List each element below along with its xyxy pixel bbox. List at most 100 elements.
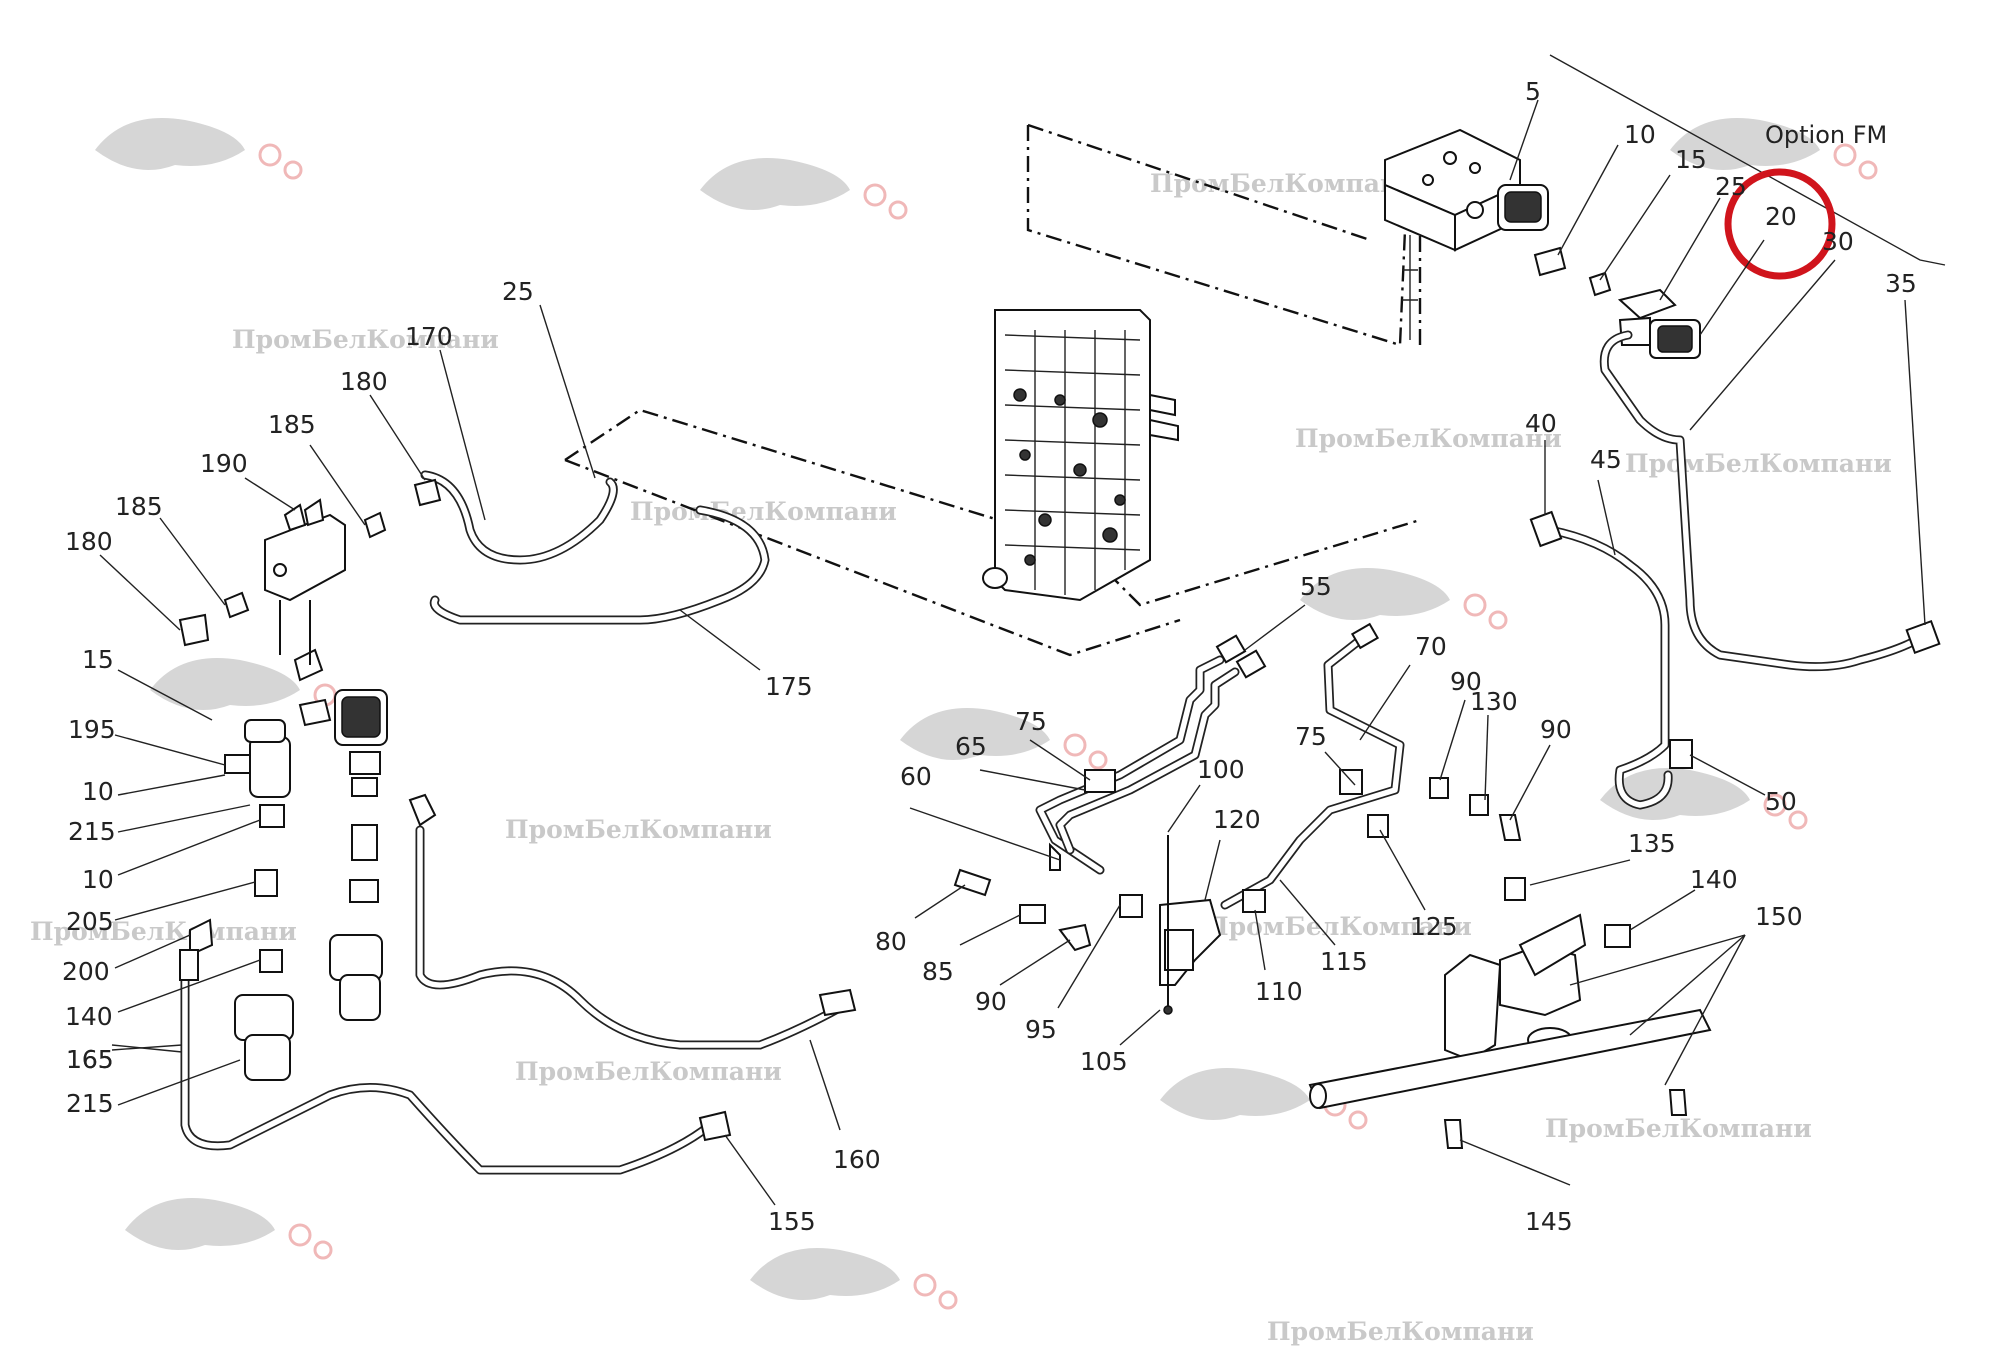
- callout-number: 180: [65, 527, 113, 556]
- callout-number: 5: [1525, 77, 1541, 106]
- callout-number: 205: [66, 907, 114, 936]
- callout-number: 215: [68, 817, 116, 846]
- callout: 75: [1015, 707, 1091, 781]
- callout-number: 185: [115, 492, 163, 521]
- callout: 155: [724, 1134, 816, 1236]
- watermark-text: ПромБелКомпани: [630, 497, 897, 526]
- callout-number: 110: [1255, 977, 1303, 1006]
- callout: 160: [809, 1039, 881, 1174]
- callout-number: 60: [900, 762, 932, 791]
- callout: 120: [1204, 805, 1261, 901]
- watermark-text: ПромБелКомпани: [1625, 449, 1892, 478]
- callout-number: 155: [768, 1207, 816, 1236]
- callout: 90: [1509, 715, 1572, 821]
- callout-number: 10: [1624, 120, 1656, 149]
- callout-number: 115: [1320, 947, 1368, 976]
- callout-number: 70: [1415, 632, 1447, 661]
- callout-number: 10: [82, 865, 114, 894]
- callout: 15: [1599, 145, 1707, 281]
- callout-number: 90: [1540, 715, 1572, 744]
- callout: 90: [975, 939, 1071, 1016]
- callout-number: 190: [200, 449, 248, 478]
- callout-number: 90: [975, 987, 1007, 1016]
- callout: 205: [66, 881, 256, 936]
- callout: 100: [1167, 755, 1245, 833]
- callout-number: 15: [82, 645, 114, 674]
- watermark-texts: ПромБелКомпани ПромБелКомпани ПромБелКом…: [30, 169, 1892, 1346]
- watermark-text: ПромБелКомпани: [1295, 424, 1562, 453]
- callout-number: 140: [65, 1002, 113, 1031]
- callout-number: 95: [1025, 1015, 1057, 1044]
- control-valve-bank: [982, 309, 1179, 602]
- callout-number: 65: [955, 732, 987, 761]
- watermark-logo: [1670, 118, 1878, 180]
- callout: 175: [679, 609, 813, 701]
- callout-number: 10: [82, 777, 114, 806]
- callout: 165: [66, 1044, 183, 1074]
- callout: 150: [1569, 902, 1803, 1086]
- callout: 180: [340, 367, 426, 481]
- callout: 180: [65, 527, 181, 631]
- callout-number: 85: [922, 957, 954, 986]
- callout: 125: [1379, 829, 1458, 941]
- watermark-text: ПромБелКомпани: [1545, 1114, 1812, 1143]
- callout: 140: [1629, 865, 1738, 931]
- callout-number: 195: [68, 715, 116, 744]
- callout: 65: [955, 732, 1086, 791]
- callout: 130: [1470, 687, 1518, 801]
- callout-number: 140: [1690, 865, 1738, 894]
- callout: 75: [1295, 722, 1356, 786]
- callout: 85: [922, 914, 1021, 986]
- watermark-text: ПромБелКомпани: [30, 917, 297, 946]
- callout-number: 35: [1885, 269, 1917, 298]
- callout-number: 150: [1755, 902, 1803, 931]
- callout: 35: [1885, 269, 1926, 626]
- highlight-circle: [1724, 168, 1836, 280]
- callout-number: 200: [62, 957, 110, 986]
- callout: 20: [1699, 202, 1797, 336]
- callout: 115: [1279, 879, 1368, 976]
- callout: 15: [82, 645, 213, 721]
- callout: 195: [68, 715, 226, 766]
- callout-number: 45: [1590, 445, 1622, 474]
- callout: 70: [1359, 632, 1447, 741]
- callout: 80: [875, 884, 966, 956]
- callout-number: 145: [1525, 1207, 1573, 1236]
- callout: 10: [1557, 120, 1656, 256]
- callout: 10: [82, 774, 226, 806]
- callout: 190: [200, 449, 296, 511]
- watermark-logo: [700, 158, 908, 220]
- callout-number: 215: [66, 1089, 114, 1118]
- callout: 140: [65, 959, 261, 1031]
- watermark-text: ПромБелКомпани: [1267, 1317, 1534, 1346]
- callout-number: 105: [1080, 1047, 1128, 1076]
- callout-number: 165: [66, 1045, 114, 1074]
- callout-number: 20: [1765, 202, 1797, 231]
- callout-number: 165: [66, 1045, 114, 1074]
- callout-number: 120: [1213, 805, 1261, 834]
- callout: 105: [1080, 1009, 1161, 1076]
- callout-number: 185: [268, 410, 316, 439]
- callout: 60: [900, 762, 1061, 861]
- left-assembly: [178, 478, 857, 1142]
- callout: 200: [62, 934, 191, 986]
- callout-number: 25: [1715, 172, 1747, 201]
- callout: 55: [1244, 572, 1332, 651]
- callout-number: 15: [1675, 145, 1707, 174]
- callout: 110: [1254, 909, 1303, 1006]
- callout-number: 175: [765, 672, 813, 701]
- watermark-text: ПромБелКомпани: [515, 1057, 782, 1086]
- watermark-logo: [1300, 568, 1508, 630]
- callout-number: 75: [1015, 707, 1047, 736]
- callouts: 5 10 15 25 20 30 35 40 45 50 55 60 65 70…: [62, 77, 1926, 1236]
- callout-number: 40: [1525, 409, 1557, 438]
- callout-number: 130: [1470, 687, 1518, 716]
- callout: 90: [1439, 667, 1482, 781]
- callout: 145: [1459, 1139, 1573, 1236]
- callout: 165: [66, 1044, 183, 1074]
- watermark-text: ПромБелКомпани: [232, 325, 499, 354]
- callout: 50: [1689, 754, 1797, 816]
- callout: 25: [1659, 172, 1747, 301]
- callout-number: 135: [1628, 829, 1676, 858]
